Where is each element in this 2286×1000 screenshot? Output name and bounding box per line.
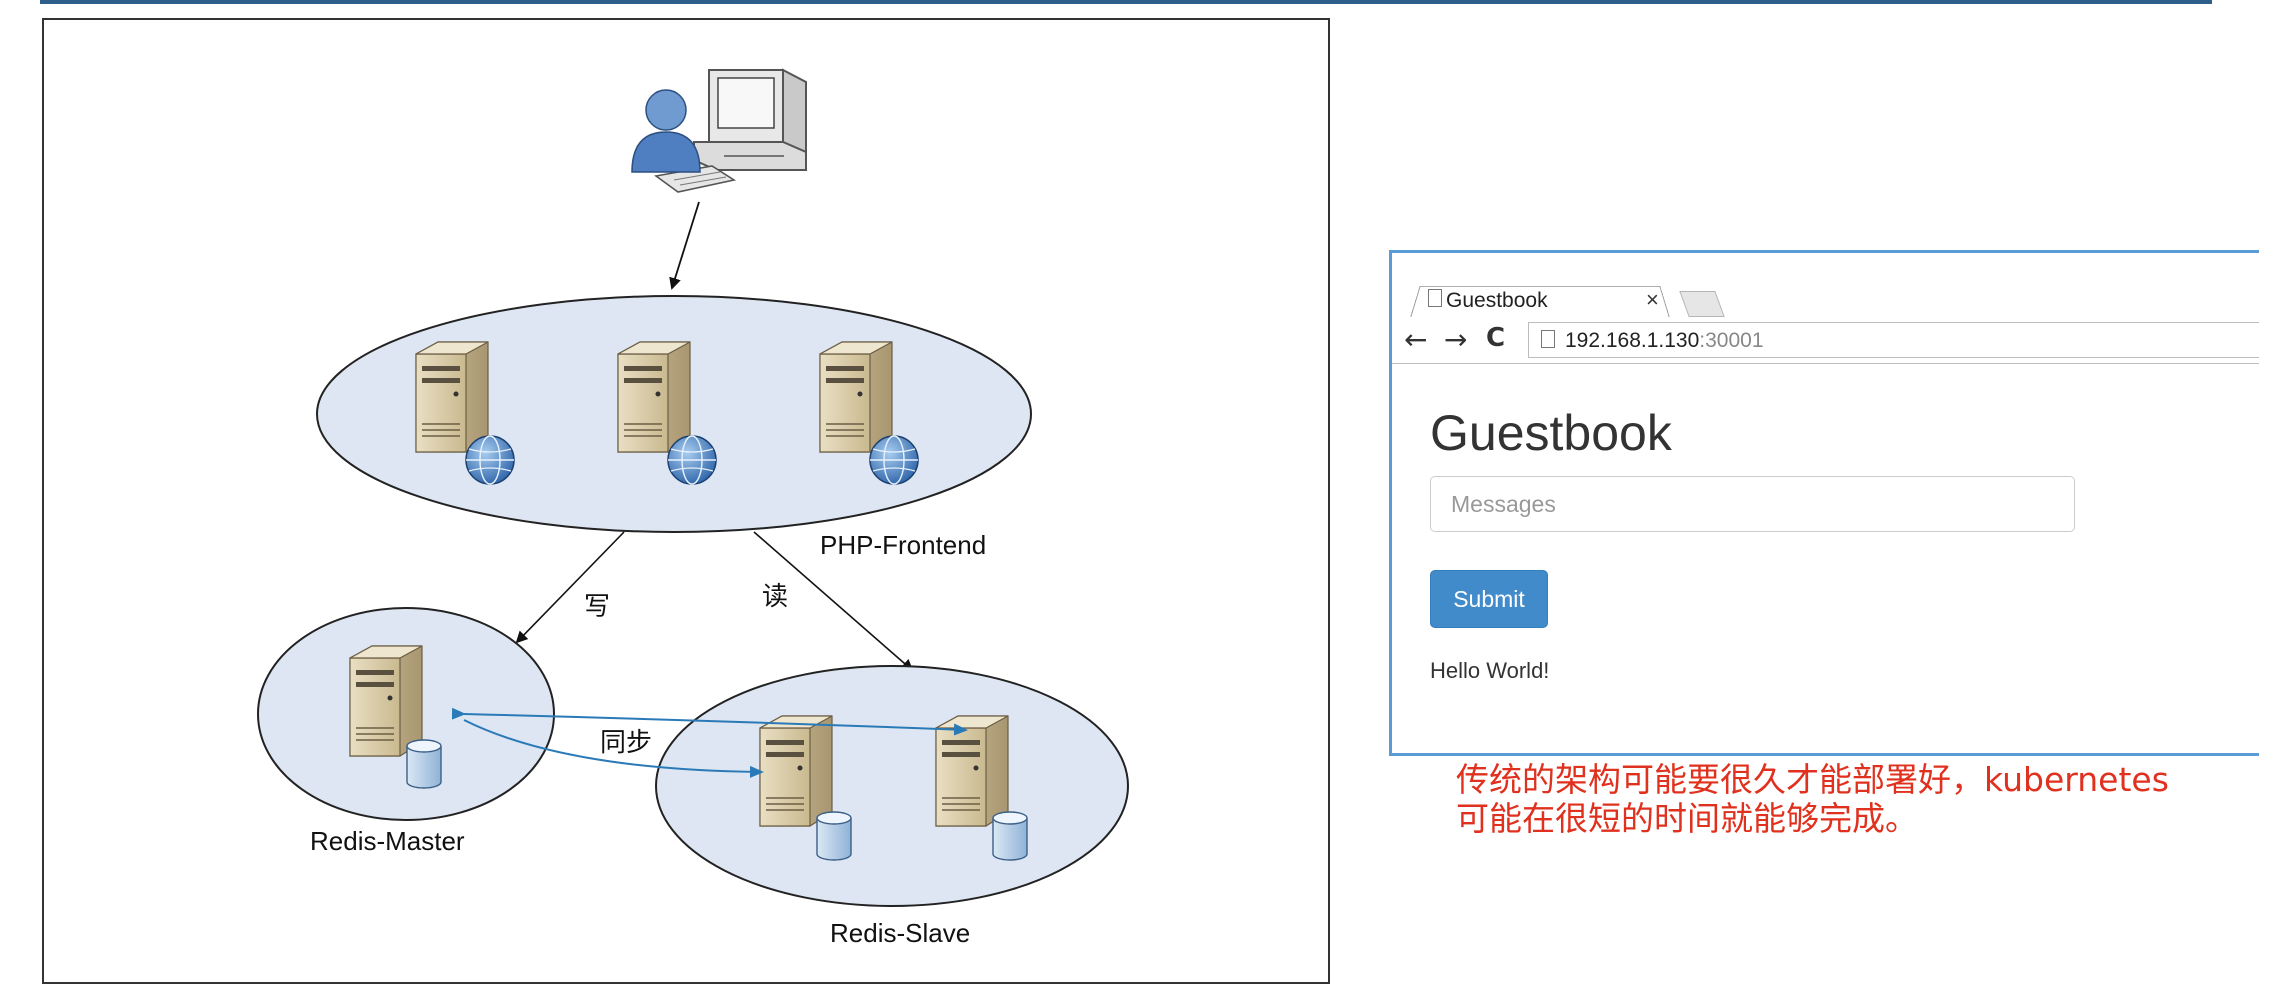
read-label: 读	[762, 581, 789, 611]
write-label: 写	[584, 591, 611, 621]
url-port: :30001	[1699, 329, 1764, 352]
diagram-canvas	[257, 68, 1129, 907]
tab-strip: Guestbook ×	[1392, 253, 2259, 318]
redis-slave-group	[655, 665, 1129, 907]
submit-button[interactable]: Submit	[1430, 570, 1548, 628]
reload-icon[interactable]: C	[1486, 323, 1506, 353]
new-tab-button[interactable]	[1679, 291, 1725, 317]
guestbook-message: Hello World!	[1430, 658, 1550, 683]
page-doc-icon	[1428, 289, 1442, 307]
redis-master-label: Redis-Master	[310, 826, 465, 856]
back-arrow-icon[interactable]: ←	[1404, 323, 1428, 356]
forward-arrow-icon[interactable]: →	[1444, 323, 1468, 356]
url-doc-icon	[1541, 330, 1555, 348]
top-accent-bar	[40, 0, 2212, 4]
page-content: Guestbook Submit Hello World!	[1392, 364, 2259, 753]
user-computer-icon	[631, 68, 807, 193]
tab-close-icon[interactable]: ×	[1646, 287, 1659, 312]
tab-title: Guestbook	[1446, 289, 1548, 312]
page-title: Guestbook	[1430, 405, 1672, 461]
navigation-bar: ← → C 192.168.1.130:30001	[1392, 317, 2259, 364]
caption-text: 传统的架构可能要很久才能部署好，kubernetes 可能在很短的时间就能够完成…	[1456, 760, 2256, 838]
caption-line-2: 可能在很短的时间就能够完成。	[1456, 799, 1918, 838]
php-frontend-label: PHP-Frontend	[820, 530, 987, 560]
address-bar[interactable]: 192.168.1.130:30001	[1528, 322, 2259, 358]
sync-label: 同步	[600, 727, 653, 757]
architecture-diagram: PHP-Frontend 写 读 同步 Redis-Master Redis-S…	[42, 18, 1330, 984]
redis-slave-label: Redis-Slave	[830, 918, 971, 948]
browser-window: Guestbook × ← → C 192.168.1.130:30001 Gu…	[1389, 250, 2259, 756]
url-host: 192.168.1.130	[1565, 329, 1700, 352]
caption-line-1: 传统的架构可能要很久才能部署好，kubernetes	[1456, 760, 2169, 799]
messages-input[interactable]	[1430, 476, 2075, 532]
